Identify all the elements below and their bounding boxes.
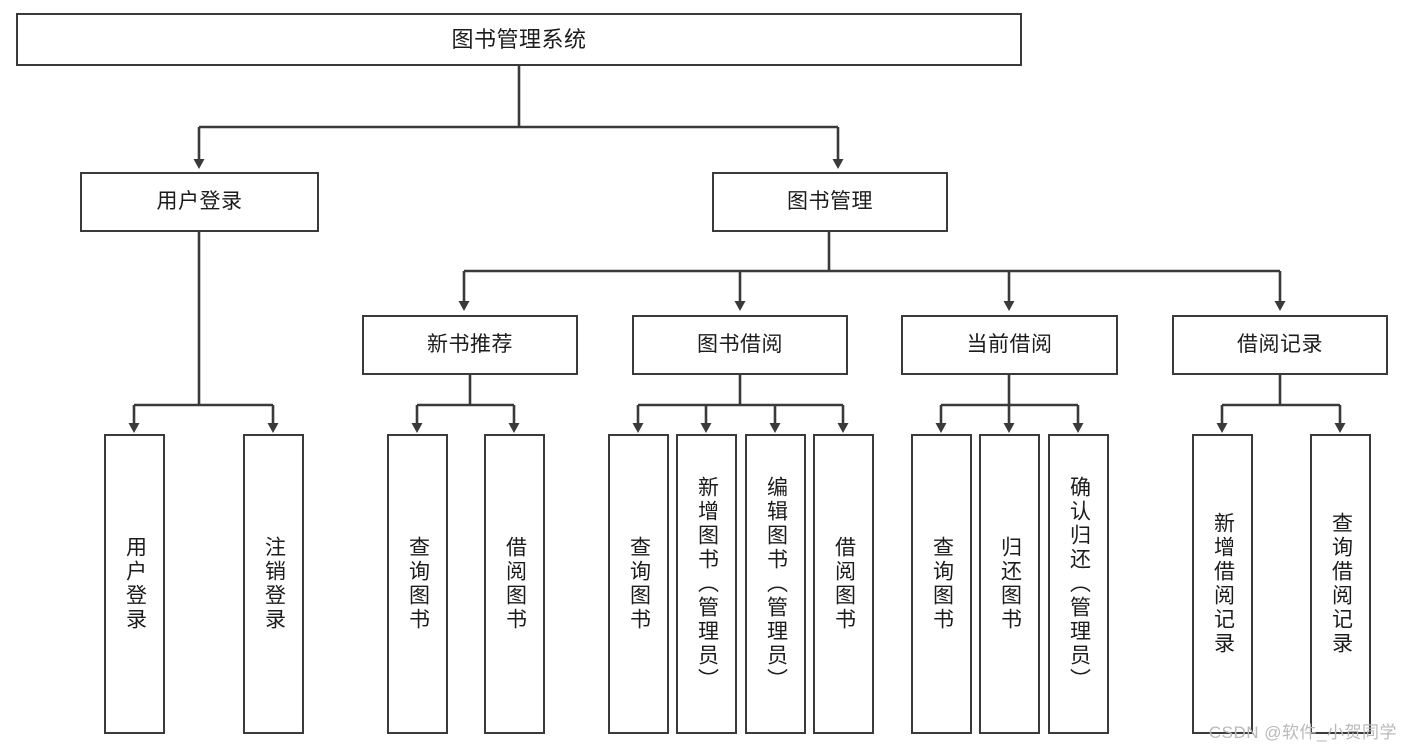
leaf-query-book-1-label: 查询图书 <box>406 536 430 632</box>
leaf-borrow-book-1[interactable]: 借阅图书 <box>484 434 545 734</box>
leaf-return-book-label: 归还图书 <box>998 536 1022 632</box>
node-borrow-record[interactable]: 借阅记录 <box>1172 315 1388 375</box>
leaf-user-login-label: 用户登录 <box>123 536 147 632</box>
leaf-confirm-return[interactable]: 确认归还（管理员） <box>1048 434 1109 734</box>
node-book-manage[interactable]: 图书管理 <box>712 172 948 232</box>
watermark-text: CSDN @软件_小贺同学 <box>1208 723 1397 742</box>
leaf-confirm-return-label: 确认归还（管理员） <box>1067 476 1091 692</box>
leaf-logout-label: 注销登录 <box>262 536 286 632</box>
node-root-label: 图书管理系统 <box>451 26 587 52</box>
leaf-add-record[interactable]: 新增借阅记录 <box>1192 434 1253 734</box>
leaf-query-book-3[interactable]: 查询图书 <box>911 434 972 734</box>
node-book-manage-label: 图书管理 <box>787 189 873 213</box>
leaf-edit-book[interactable]: 编辑图书（管理员） <box>745 434 806 734</box>
leaf-logout[interactable]: 注销登录 <box>243 434 304 734</box>
node-user-login[interactable]: 用户登录 <box>80 172 319 232</box>
node-root-system[interactable]: 图书管理系统 <box>16 13 1022 66</box>
node-book-borrow[interactable]: 图书借阅 <box>632 315 848 375</box>
leaf-add-book-label: 新增图书（管理员） <box>695 476 719 692</box>
leaf-return-book[interactable]: 归还图书 <box>979 434 1040 734</box>
leaf-query-record[interactable]: 查询借阅记录 <box>1310 434 1371 734</box>
leaf-borrow-book-2[interactable]: 借阅图书 <box>813 434 874 734</box>
node-new-book-recommend[interactable]: 新书推荐 <box>362 315 578 375</box>
leaf-borrow-book-1-label: 借阅图书 <box>503 536 527 632</box>
node-book-borrow-label: 图书借阅 <box>697 332 783 356</box>
leaf-edit-book-label: 编辑图书（管理员） <box>764 476 788 692</box>
leaf-query-book-2-label: 查询图书 <box>627 536 651 632</box>
node-current-borrow[interactable]: 当前借阅 <box>901 315 1118 375</box>
leaf-user-login[interactable]: 用户登录 <box>104 434 165 734</box>
node-current-borrow-label: 当前借阅 <box>966 332 1053 356</box>
node-borrow-record-label: 借阅记录 <box>1237 332 1323 356</box>
node-new-book-recommend-label: 新书推荐 <box>427 332 513 356</box>
leaf-query-record-label: 查询借阅记录 <box>1329 512 1353 656</box>
leaf-add-book[interactable]: 新增图书（管理员） <box>676 434 737 734</box>
leaf-query-book-2[interactable]: 查询图书 <box>608 434 669 734</box>
leaf-query-book-3-label: 查询图书 <box>930 536 954 632</box>
leaf-add-record-label: 新增借阅记录 <box>1211 512 1235 656</box>
node-user-login-label: 用户登录 <box>156 189 243 213</box>
leaf-borrow-book-2-label: 借阅图书 <box>832 536 856 632</box>
leaf-query-book-1[interactable]: 查询图书 <box>387 434 448 734</box>
